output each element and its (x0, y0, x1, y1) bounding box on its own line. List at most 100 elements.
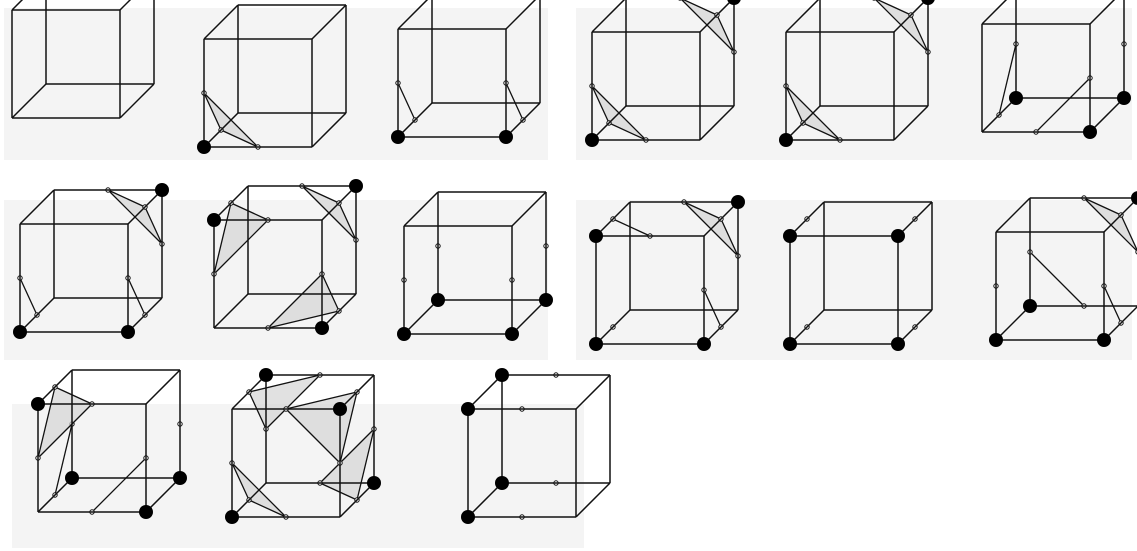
isosurface-segment (704, 290, 721, 327)
cube-edge (512, 192, 546, 226)
marked-vertex (495, 368, 509, 382)
marked-vertex (1097, 333, 1111, 347)
marked-vertex (891, 229, 905, 243)
marked-vertex (349, 179, 363, 193)
cube-edge (512, 300, 546, 334)
cube-edge (468, 483, 502, 517)
marked-vertex (891, 337, 905, 351)
cube-edge (592, 0, 626, 32)
cube-case-13 (225, 368, 381, 524)
cube-edge (1090, 0, 1124, 24)
cube-edge (700, 106, 734, 140)
marked-vertex (697, 337, 711, 351)
marked-vertex (13, 325, 27, 339)
isosurface-triangle (268, 274, 339, 328)
cube-edge (38, 478, 72, 512)
isosurface-segment (20, 278, 37, 315)
marked-vertex (783, 229, 797, 243)
cube-edge (340, 375, 374, 409)
marked-vertex (461, 510, 475, 524)
marked-vertex (921, 0, 935, 5)
marked-vertex (1117, 91, 1131, 105)
cube-edge (398, 0, 432, 29)
marked-vertex (1009, 91, 1023, 105)
marked-vertex (315, 321, 329, 335)
cube-case-12 (31, 370, 187, 519)
marked-vertex (173, 471, 187, 485)
cube-edge (120, 0, 154, 10)
cube-edge (996, 306, 1030, 340)
cube-edge (404, 192, 438, 226)
marked-vertex (989, 333, 1003, 347)
isosurface-segment (506, 83, 523, 120)
cube-edge (214, 294, 248, 328)
cube-case-4 (779, 0, 935, 147)
cube-edge (982, 98, 1016, 132)
marked-vertex (31, 397, 45, 411)
cube-edge (12, 84, 46, 118)
marked-vertex (495, 476, 509, 490)
isosurface-segment (92, 458, 146, 512)
marked-vertex (65, 471, 79, 485)
marked-vertex (197, 140, 211, 154)
cube-edge (1104, 306, 1137, 340)
isosurface-segment (1030, 252, 1084, 306)
cube-edge (404, 300, 438, 334)
cube-case-6 (13, 183, 169, 339)
cube-case-5 (982, 0, 1131, 139)
cube-edge (146, 478, 180, 512)
cube-edge (506, 0, 540, 29)
marked-vertex (397, 327, 411, 341)
marked-vertex (155, 183, 169, 197)
isosurface-segment (1036, 78, 1090, 132)
cube-edge (982, 0, 1016, 24)
cube-case-3 (585, 0, 741, 147)
isosurface-triangle (214, 203, 268, 274)
marked-vertex (1023, 299, 1037, 313)
isosurface-segment (613, 219, 650, 236)
marked-vertex (1083, 125, 1097, 139)
marked-vertex (431, 293, 445, 307)
marked-vertex (139, 505, 153, 519)
marked-vertex (505, 327, 519, 341)
marked-vertex (225, 510, 239, 524)
marked-vertex (367, 476, 381, 490)
cube-edge (898, 202, 932, 236)
marked-vertex (589, 337, 603, 351)
marked-vertex (461, 402, 475, 416)
cube-edge (576, 375, 610, 409)
cube-case-1 (197, 5, 346, 154)
cube-edge (786, 0, 820, 32)
cube-edge (596, 202, 630, 236)
cube-edge (128, 298, 162, 332)
cube-edge (20, 190, 54, 224)
isosurface-segment (1104, 286, 1121, 323)
cube-edge (898, 310, 932, 344)
marked-vertex (539, 293, 553, 307)
cube-edge (398, 103, 432, 137)
cube-edge (146, 370, 180, 404)
cube-edge (996, 198, 1030, 232)
cube-case-9 (589, 195, 745, 351)
cube-case-0 (12, 0, 154, 118)
marked-vertex (731, 195, 745, 209)
marked-vertex (783, 337, 797, 351)
cube-edge (790, 310, 824, 344)
cube-edge (120, 84, 154, 118)
marked-vertex (1131, 191, 1137, 205)
marked-vertex (333, 402, 347, 416)
cube-case-7 (207, 179, 363, 335)
cube-edge (1090, 98, 1124, 132)
cube-edge (12, 0, 46, 10)
marked-vertex (391, 130, 405, 144)
cube-case-11 (989, 191, 1137, 347)
isosurface-segment (128, 278, 145, 315)
cube-edge (312, 113, 346, 147)
marked-vertex (259, 368, 273, 382)
cube-edge (506, 103, 540, 137)
cube-case-8 (397, 192, 553, 341)
marked-vertex (727, 0, 741, 5)
cube-edge (894, 106, 928, 140)
cube-edge (468, 375, 502, 409)
